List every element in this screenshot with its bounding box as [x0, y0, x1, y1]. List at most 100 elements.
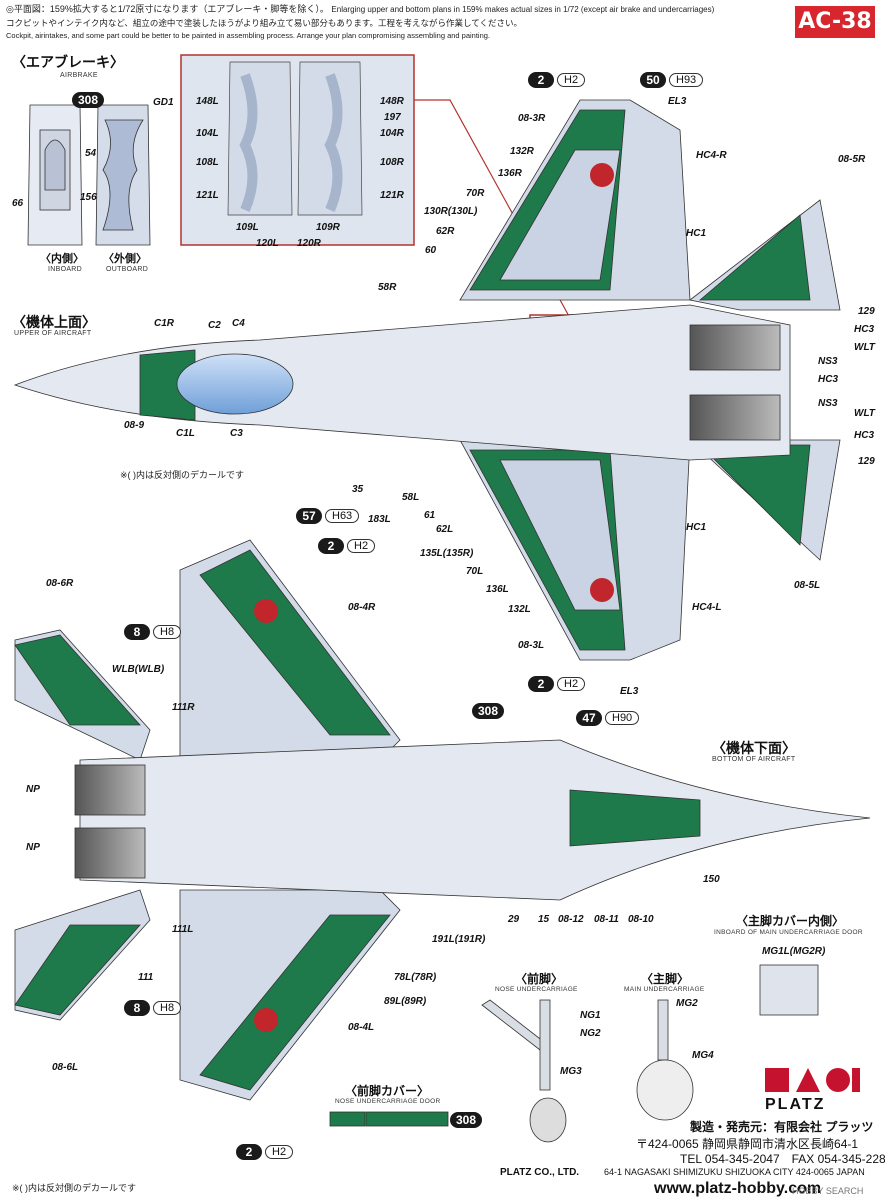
address-jp: 〒424-0065 静岡県静岡市清水区長崎64-1	[636, 1137, 859, 1151]
label-108l: 108L	[196, 157, 219, 168]
label-61: 61	[424, 510, 436, 521]
label-gd1: GD1	[153, 97, 174, 108]
label-ns3-2: NS3	[818, 398, 838, 409]
label-111r: 111R	[172, 702, 195, 713]
platz-logo-text: PLATZ	[765, 1096, 826, 1113]
label-104l: 104L	[196, 128, 219, 139]
label-70r: 70R	[466, 188, 485, 199]
label-c4: C4	[232, 318, 245, 329]
label-08-3r: 08-3R	[518, 113, 546, 124]
label-62l: 62L	[436, 524, 454, 535]
label-109r: 109R	[316, 222, 340, 233]
label-197: 197	[384, 112, 401, 123]
upper-title: 〈機体上面〉	[12, 314, 96, 330]
address-en: 64-1 NAGASAKI SHIMIZUKU SHIZUOKA CITY 42…	[604, 1167, 865, 1177]
label-109l: 109L	[236, 222, 259, 233]
label-111l: 111L	[172, 924, 194, 935]
inboard-title: 〈内側〉	[40, 253, 84, 265]
watermark: HOBBY SEARCH	[792, 1186, 864, 1196]
label-60: 60	[425, 245, 437, 256]
label-62r: 62R	[436, 226, 455, 237]
main-gear-shape	[636, 999, 694, 1121]
header-note-jp-2: コクピットやインテイク内など、組立の途中で塗装したほうがより組み立て易い部分もあ…	[6, 18, 522, 28]
label-108r: 108R	[380, 157, 404, 168]
bottom-roundel-right	[254, 599, 278, 623]
label-129-bottom: 129	[858, 456, 875, 467]
main-door-shape	[759, 964, 819, 1016]
upper-subtitle: UPPER OF AIRCRAFT	[14, 330, 92, 337]
inboard-subtitle: INBOARD	[48, 266, 82, 273]
nose-gear-title: 〈前脚〉	[515, 972, 564, 986]
paint-308-nose-door: 308	[450, 1112, 483, 1128]
label-hc1-top: HC1	[686, 228, 707, 239]
outboard-subtitle: OUTBOARD	[106, 266, 149, 273]
nose-gear-subtitle: NOSE UNDERCARRIAGE	[495, 986, 578, 993]
label-120l: 120L	[256, 238, 279, 249]
label-35: 35	[352, 484, 364, 495]
header-note-jp-1: ◎平面図：159%拡大すると1/72原寸になります（エアブレーキ・脚等を除く）。…	[6, 4, 715, 14]
airbrake-inboard	[27, 104, 83, 246]
label-132l: 132L	[508, 604, 531, 615]
airbrake-outboard	[95, 104, 151, 246]
paint-308-airbrake: 308	[72, 92, 105, 108]
label-58l: 58L	[402, 492, 420, 503]
label-136l: 136L	[486, 584, 509, 595]
label-15: 15	[538, 914, 550, 925]
label-111: 111	[138, 972, 154, 983]
label-ns3-1: NS3	[818, 356, 838, 367]
label-np-1: NP	[26, 784, 40, 795]
label-08-4l: 08-4L	[348, 1022, 375, 1033]
label-129-top: 129	[858, 306, 875, 317]
upper-note: ※( )内は反対側のデカールです	[120, 470, 245, 480]
label-08-6r: 08-6R	[46, 578, 74, 589]
upper-roundel-left	[590, 578, 614, 602]
label-np-2: NP	[26, 842, 40, 853]
label-121l: 121L	[196, 190, 219, 201]
label-ng1: NG1	[580, 1010, 601, 1021]
airbrake-detail-pair	[227, 61, 363, 216]
outboard-title: 〈外側〉	[103, 253, 147, 265]
label-70l: 70L	[466, 566, 484, 577]
header-note-en-2: Cockpit, airintakes, and some part could…	[6, 31, 491, 40]
bottom-title: 〈機体下面〉	[712, 740, 796, 756]
label-148l: 148L	[196, 96, 219, 107]
label-121r: 121R	[380, 190, 404, 201]
bottom-note: ※( )内は反対側のデカールです	[12, 1183, 137, 1193]
label-08-9: 08-9	[124, 420, 145, 431]
label-120r: 120R	[297, 238, 321, 249]
label-c3: C3	[230, 428, 243, 439]
maker-jp: 製造・発売元：有限会社 プラッツ	[690, 1120, 874, 1134]
main-door-title: 〈主脚カバー内側〉	[736, 914, 845, 928]
bottom-roundel-left	[254, 1008, 278, 1032]
label-wlt-2: WLT	[854, 408, 875, 419]
label-136r: 136R	[498, 168, 522, 179]
label-08-5l: 08-5L	[794, 580, 821, 591]
label-89l: 89L(89R)	[384, 996, 427, 1007]
website-link[interactable]: www.platz-hobby.com	[654, 1180, 822, 1197]
sheet-code-badge: AC-38	[795, 6, 875, 38]
bottom-aircraft	[14, 539, 871, 1101]
airbrake-subtitle: AIRBRAKE	[60, 72, 98, 79]
label-130r: 130R(130L)	[424, 206, 478, 217]
label-78l: 78L(78R)	[394, 972, 437, 983]
label-135l: 135L(135R)	[420, 548, 474, 559]
label-hc3-2: HC3	[818, 374, 839, 385]
label-150: 150	[703, 874, 720, 885]
label-08-6l: 08-6L	[52, 1062, 79, 1073]
label-c1r: C1R	[154, 318, 175, 329]
label-104r: 104R	[380, 128, 404, 139]
label-29: 29	[508, 914, 520, 925]
label-hc4-r: HC4-R	[696, 150, 727, 161]
label-66: 66	[12, 198, 24, 209]
label-08-3l: 08-3L	[518, 640, 545, 651]
label-08-4r: 08-4R	[348, 602, 376, 613]
upper-roundel-right	[590, 163, 614, 187]
platz-logo-shapes	[765, 1068, 860, 1092]
